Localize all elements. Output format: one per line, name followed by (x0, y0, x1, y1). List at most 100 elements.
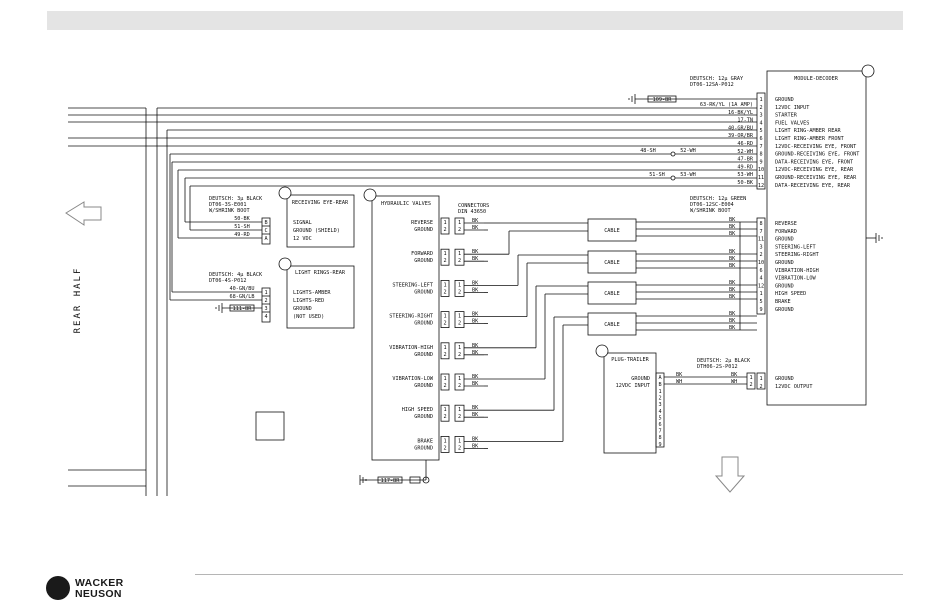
receiving-eye-pin: A (264, 236, 268, 242)
module-decoder-top-connector-spec: DT06-12SA-P012 (690, 82, 734, 88)
module-decoder-top-label: GROUND-RECEIVING EYE, REAR (775, 175, 857, 181)
hydraulic-valve-ground: GROUND (414, 227, 433, 233)
plug-trailer-pin-number: 2 (658, 396, 661, 402)
hydraulic-valve-pin: 2 (443, 227, 446, 233)
module-decoder-mid-connector-spec: W/SHRINK BOOT (690, 208, 731, 214)
top-fuse-label: 109-BR (653, 97, 673, 103)
module-decoder-mid-pin: 6 (759, 268, 762, 274)
receiving-eye-pin: C (264, 228, 267, 234)
din-connector (454, 217, 465, 235)
splice-right-b-label: 53-WH (680, 172, 696, 178)
hydraulic-valve-ground: GROUND (414, 258, 433, 264)
module-decoder-mid-connector-spec: DT06-12SC-E004 (690, 202, 734, 208)
receiving-eye-wire: 50-BK (234, 216, 250, 222)
module-decoder-top-pin: 12 (758, 183, 764, 189)
light-rings-pin: 3 (264, 306, 267, 312)
cable-wire-bk: BK (729, 294, 736, 300)
receiving-eye-pin: B (264, 220, 267, 226)
module-decoder-top-label: GROUND-RECEIVING EYE, FRONT (775, 152, 859, 158)
cable-wire-bk: BK (729, 325, 736, 331)
din-connector-pin: 1 (458, 376, 461, 382)
module-decoder-mid-pin: 1 (759, 291, 762, 297)
hydraulic-valve-pin: 2 (443, 383, 446, 389)
din-connector-pin: 2 (458, 258, 461, 264)
din-connector (454, 311, 465, 329)
din-connector-pin: 2 (458, 352, 461, 358)
splice-dot-b (670, 175, 676, 181)
hydraulic-valve-name: REVERSE (411, 220, 433, 226)
light-rings-label: LIGHTS-AMBER (293, 290, 331, 296)
hydraulic-valve-name: STEERING-RIGHT (389, 314, 433, 320)
cable-wire-bk: BK (729, 280, 736, 286)
plug-trailer-pin-number: 6 (658, 422, 661, 428)
light-rings-fuse-label: 111-BR (233, 306, 253, 312)
plug-trailer-label: 12VDC INPUT (616, 383, 650, 389)
hydraulic-valve-pin: 1 (443, 376, 446, 382)
wire-color-bk: BK (472, 443, 479, 449)
light-rings-label: GROUND (293, 306, 312, 312)
module-decoder-mid-label: BRAKE (775, 299, 791, 305)
footer-rule (195, 574, 903, 575)
hydraulic-valve-ground: GROUND (414, 383, 433, 389)
module-decoder-top-label: LIGHT RING-AMBER REAR (775, 128, 841, 134)
hydraulic-valve-pin: 1 (443, 314, 446, 320)
cable-wire-bk: BK (729, 217, 736, 223)
splice-left-b-label: 51-SH (649, 172, 665, 178)
cable-label: CABLE (604, 228, 620, 234)
connectors-note-line-1: CONNECTORS (458, 203, 489, 209)
hydraulic-valve-pin: 1 (443, 407, 446, 413)
plug-trailer-module-pin: 1 (749, 375, 752, 381)
hydraulic-valve-pin-block (440, 279, 450, 297)
hydraulic-valve-pin: 1 (443, 345, 446, 351)
din-connector (454, 404, 465, 422)
module-decoder-bottom-connector-spec: DTH06-2S-P012 (697, 364, 738, 370)
din-connector-pin: 2 (458, 445, 461, 451)
module-decoder-mid-connector-spec: DEUTSCH: 12μ GREEN (690, 196, 746, 202)
wire-color-bk: BK (472, 436, 479, 442)
hydraulic-valve-name: HIGH SPEED (402, 407, 433, 413)
din-connector-pin: 2 (458, 321, 461, 327)
hydraulic-valve-pin-block (440, 373, 450, 391)
wire-color-bk: BK (472, 343, 479, 349)
hydraulic-valve-pin-block (440, 435, 450, 453)
hydraulic-valve-pin-block (440, 248, 450, 266)
module-decoder-top-pin: 11 (758, 175, 764, 181)
hydraulic-valve-pin-block (440, 404, 450, 422)
wire-color-bk: BK (472, 256, 479, 262)
splice-dot-a (670, 151, 676, 157)
plug-trailer-wire-bk-right: BK (731, 372, 738, 378)
module-decoder-top-wire: 63-RK/YL (1A AMP) (700, 102, 753, 108)
module-decoder-mid-label: GROUND (775, 260, 794, 266)
plug-trailer-pin-number: 7 (658, 429, 661, 435)
module-decoder-mid-label: GROUND (775, 237, 794, 243)
din-connector (454, 279, 465, 297)
module-decoder-top-wire: 39-OR/BR (728, 133, 754, 139)
din-connector (454, 248, 465, 266)
light-rings-title: LIGHT RINGS-REAR (295, 270, 346, 276)
hydraulic-valve-ground: GROUND (414, 289, 433, 295)
module-decoder-mid-label: GROUND (775, 307, 794, 313)
module-decoder-top-wire: 47-BR (737, 157, 753, 163)
plug-trailer-pin-number: 3 (658, 402, 661, 408)
brand-line-2: NEUSON (75, 587, 122, 600)
light-rings-label: (NOT USED) (293, 314, 324, 320)
cable-wire-bk: BK (729, 287, 736, 293)
module-decoder-top-label: FUEL VALVES (775, 120, 809, 126)
module-decoder-mid-pin: 2 (759, 252, 762, 258)
din-connector (454, 373, 465, 391)
cable-wire-bk: BK (729, 256, 736, 262)
hydraulic-valve-name: BRAKE (417, 438, 433, 444)
cable-wire-bk: BK (729, 231, 736, 237)
module-decoder-mid-pin: 10 (758, 260, 764, 266)
hydraulic-valve-ground: GROUND (414, 445, 433, 451)
module-decoder-top-wire: 17-TN (737, 118, 753, 124)
module-decoder-top-wire: 52-WH (737, 149, 753, 155)
din-connector-pin: 2 (458, 227, 461, 233)
din-connector-pin: 1 (458, 251, 461, 257)
plug-trailer-pin-letter: B (658, 382, 661, 388)
din-connector-pin: 2 (458, 289, 461, 295)
plug-trailer-title: PLUG-TRAILER (611, 357, 649, 363)
module-decoder-mid-label: REVERSE (775, 221, 797, 227)
light-rings-pin: 4 (264, 314, 267, 320)
